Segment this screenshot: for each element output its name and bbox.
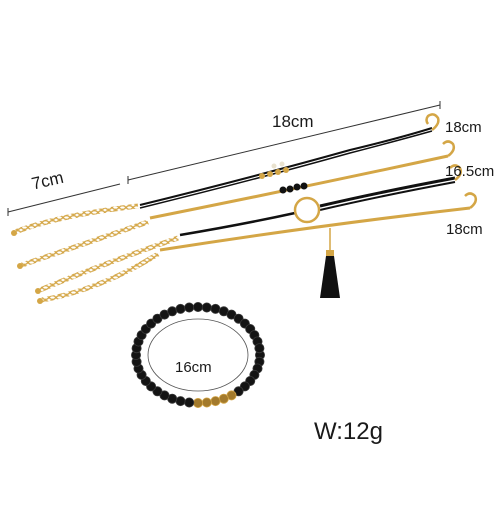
bracelet-length-label-3: 18cm bbox=[446, 221, 483, 238]
bracelet-length-label-2: 16.5cm bbox=[445, 163, 495, 180]
bracelet-4 bbox=[37, 192, 478, 304]
anklet-bead bbox=[184, 397, 195, 408]
tassel-icon bbox=[320, 250, 340, 298]
bracelet-2 bbox=[17, 140, 456, 269]
clasp-icon bbox=[449, 164, 463, 181]
anklet-bead bbox=[254, 343, 265, 354]
top-length-label: 18cm bbox=[272, 112, 314, 131]
bracelet-length-label-1: 18cm bbox=[445, 119, 482, 136]
anklet-bead bbox=[167, 306, 178, 317]
anklet-bead bbox=[201, 397, 212, 408]
anklet-bead bbox=[175, 396, 186, 407]
measure-lines bbox=[7, 101, 441, 216]
clasp-icon bbox=[464, 192, 478, 209]
anklet-length-label: 16cm bbox=[175, 359, 212, 376]
clasp-icon bbox=[442, 140, 456, 157]
bracelet-1 bbox=[11, 113, 440, 236]
measure-line-top bbox=[127, 104, 441, 181]
weight-label: W:12g bbox=[314, 418, 383, 445]
ring-charm bbox=[293, 196, 321, 224]
anklet-bead bbox=[192, 301, 203, 312]
clasp-icon bbox=[425, 113, 440, 131]
anklet-bead bbox=[210, 303, 221, 314]
anklet-measure-ring bbox=[147, 318, 249, 392]
anklet-bead bbox=[184, 302, 195, 313]
anklet-bead bbox=[192, 397, 203, 408]
bracelet-3 bbox=[35, 164, 463, 294]
anklet-bead bbox=[175, 303, 186, 314]
beaded-anklet bbox=[130, 301, 265, 408]
anklet-bead bbox=[218, 393, 229, 404]
anklet-bead bbox=[210, 396, 221, 407]
bead-cluster bbox=[279, 182, 308, 194]
love-charm bbox=[259, 161, 289, 179]
measure-line-left bbox=[7, 183, 121, 213]
anklet-bead bbox=[201, 302, 212, 313]
